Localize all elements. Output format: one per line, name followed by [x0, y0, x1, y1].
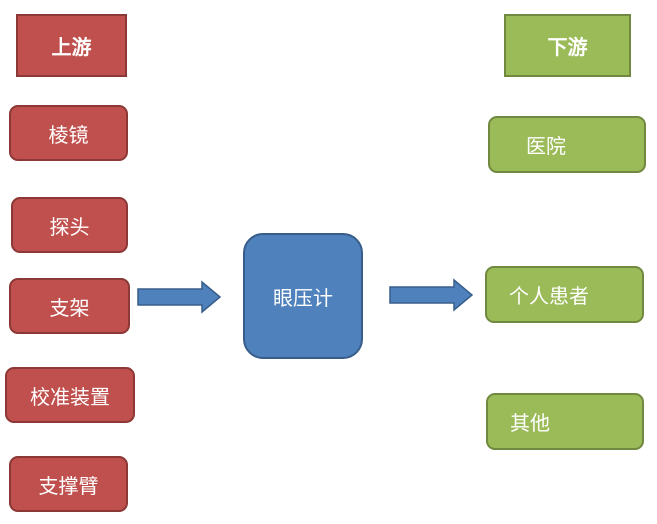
- center-to-downstream-arrow: [389, 278, 474, 312]
- upstream-item-support-arm: 支撑臂: [9, 456, 128, 512]
- upstream-header: 上游: [16, 14, 127, 77]
- downstream-item-label: 医院: [526, 134, 566, 158]
- upstream-item-label: 支撑臂: [38, 473, 99, 498]
- upstream-to-center-arrow: [137, 280, 222, 314]
- downstream-item-hospital: 医院: [488, 116, 646, 173]
- downstream-item-other: 其他: [486, 393, 644, 450]
- upstream-item-probe: 探头: [11, 197, 128, 253]
- downstream-item-individual-patients: 个人患者: [485, 266, 644, 323]
- upstream-item-bracket: 支架: [9, 278, 130, 334]
- upstream-item-label: 校准装置: [30, 384, 110, 409]
- upstream-header-label: 上游: [51, 35, 92, 59]
- downstream-item-label: 个人患者: [509, 284, 589, 308]
- downstream-header: 下游: [504, 14, 631, 77]
- center-node-tonometer: 眼压计: [243, 233, 363, 359]
- center-node-label: 眼压计: [273, 285, 333, 310]
- downstream-item-label: 其他: [510, 411, 550, 435]
- upstream-item-label: 棱镜: [48, 122, 89, 147]
- upstream-item-calibration-device: 校准装置: [5, 367, 135, 423]
- upstream-item-prism: 棱镜: [9, 105, 128, 161]
- upstream-item-label: 探头: [49, 214, 90, 239]
- upstream-item-label: 支架: [49, 295, 90, 320]
- downstream-header-label: 下游: [547, 35, 588, 59]
